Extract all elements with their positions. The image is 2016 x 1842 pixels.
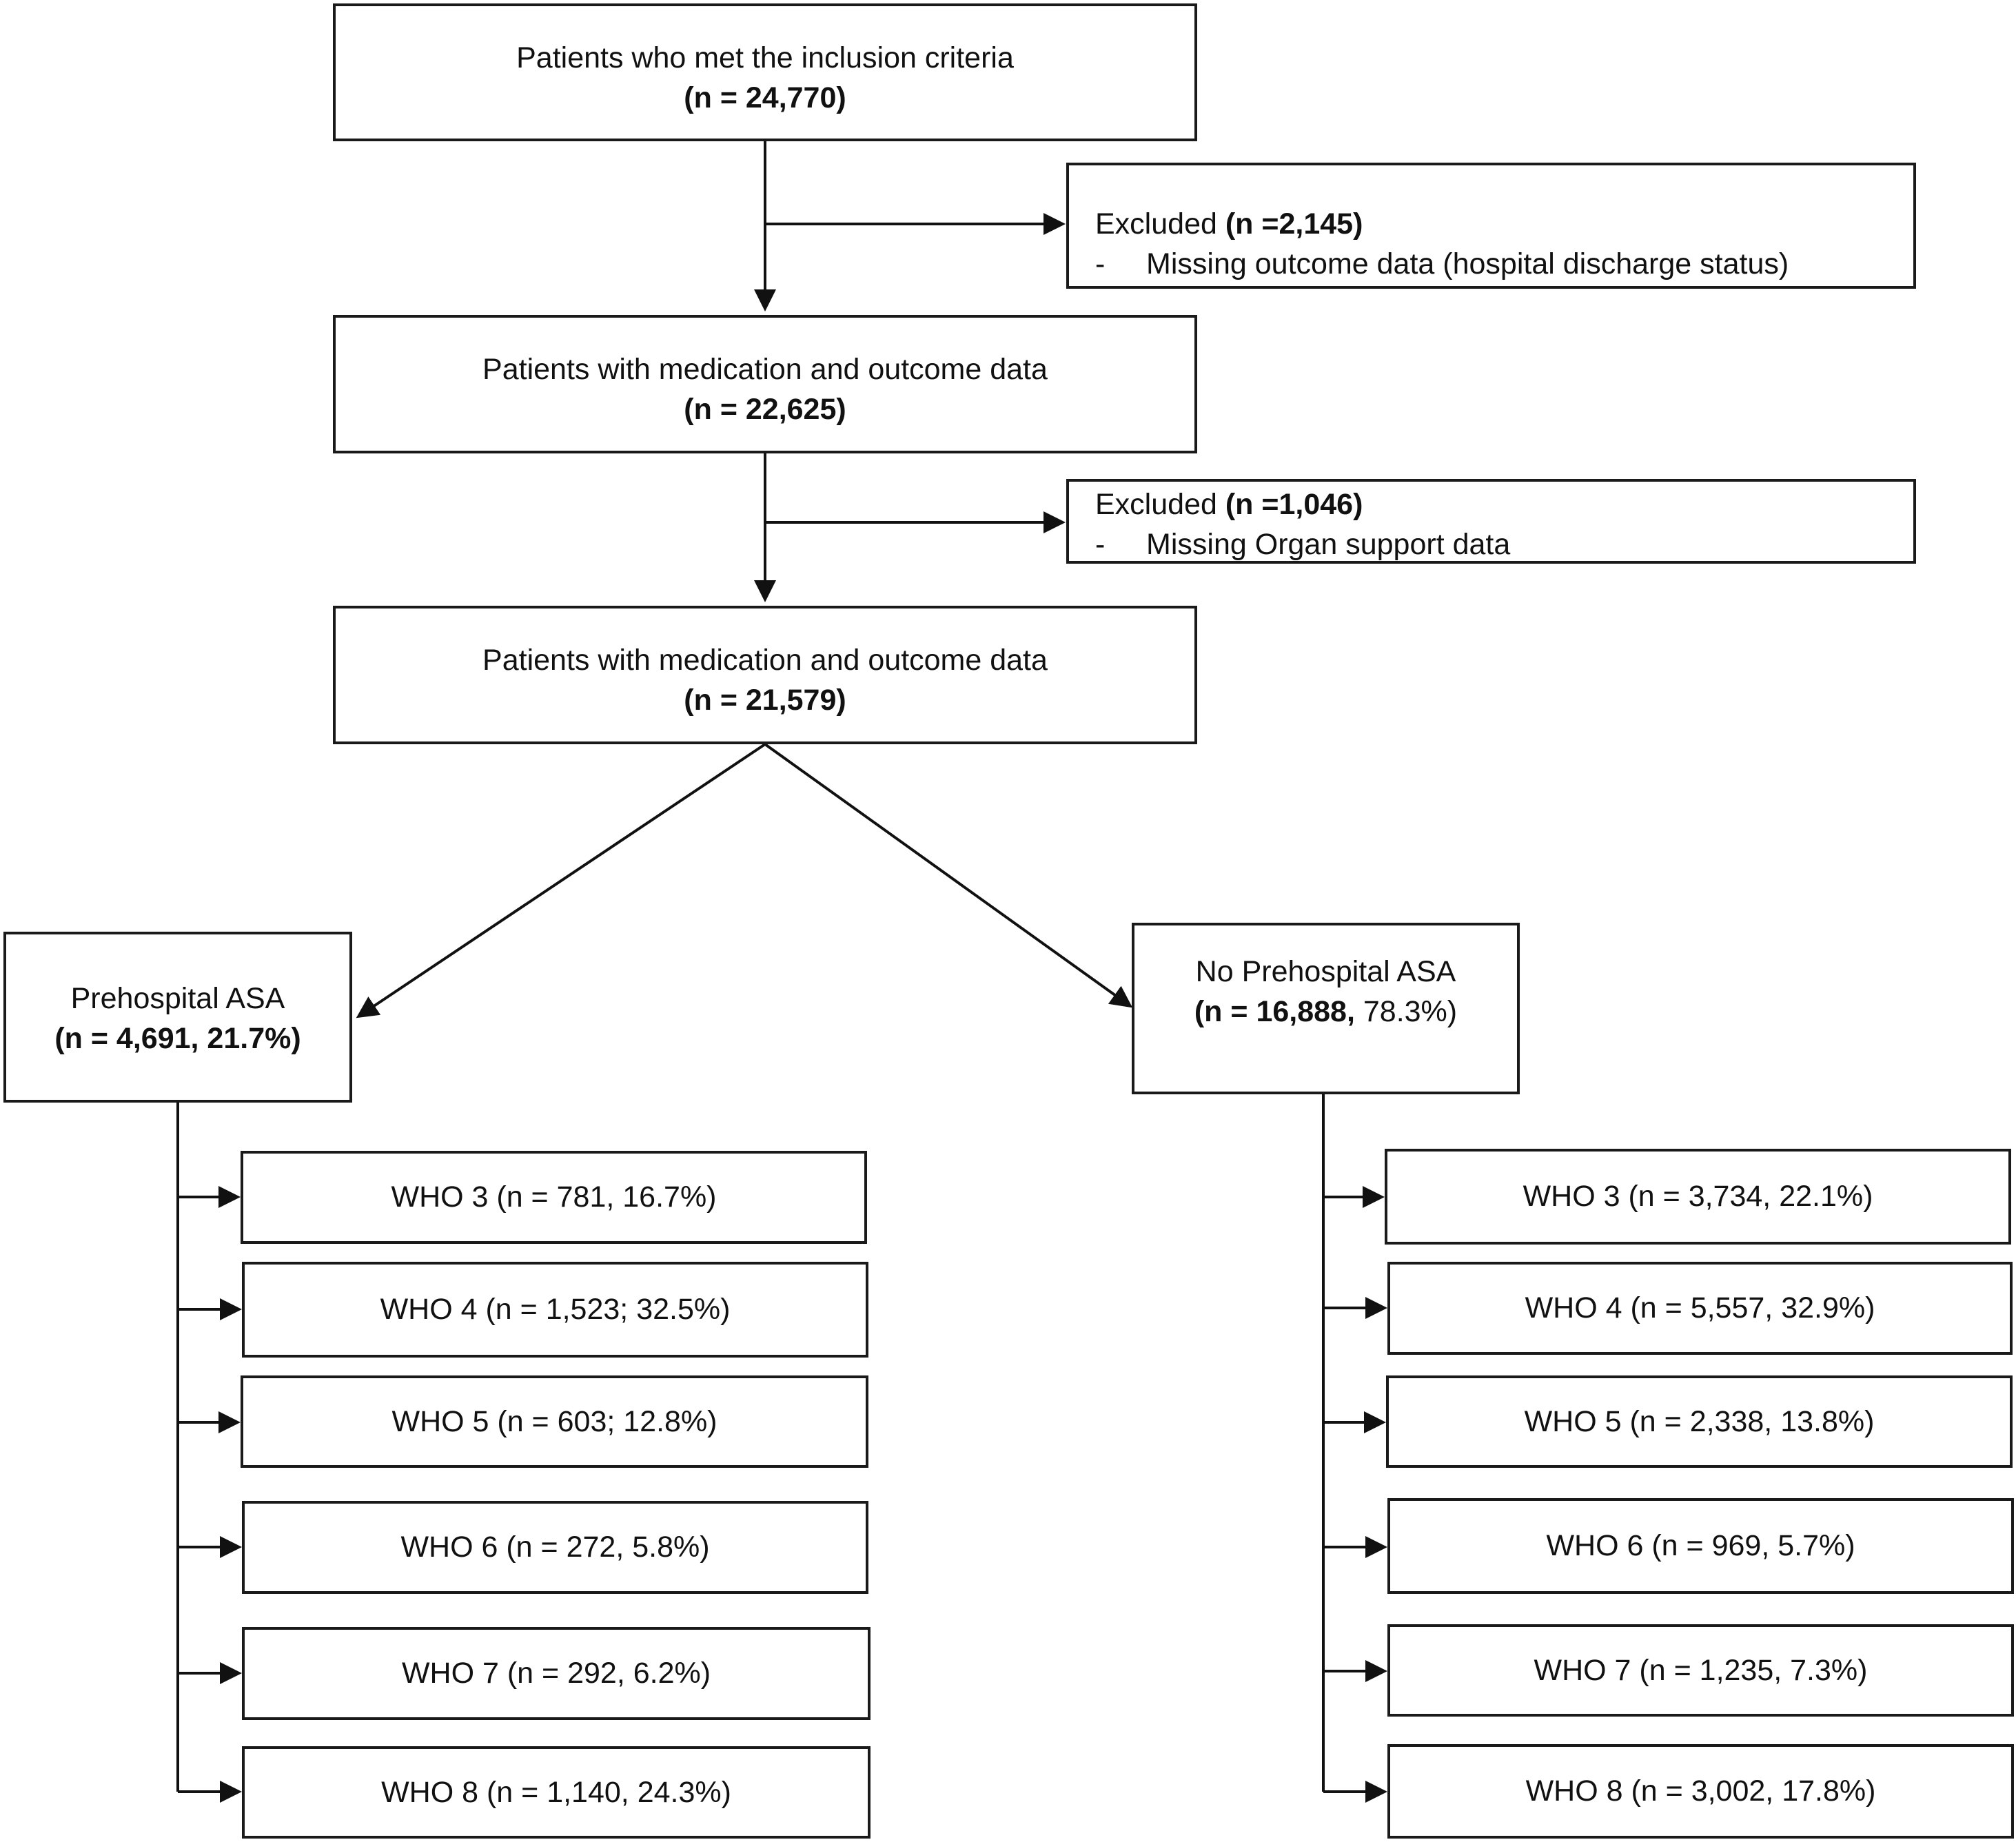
no-prehospital-who-5-box: WHO 5 (n = 2,338, 13.8%) [1386,1375,2013,1468]
no-prehospital-asa-count-rest: 78.3%) [1354,995,1458,1028]
prehospital-who-5-box: WHO 5 (n = 603; 12.8%) [241,1375,868,1468]
connector-to-no-prehospital-asa [764,743,1133,1008]
medication-outcome-1-title: Patients with medication and outcome dat… [482,353,1048,386]
no-prehospital-who-3-label: WHO 3 (n = 3,734, 22.1%) [1523,1180,1873,1213]
no-prehospital-who-8-box: WHO 8 (n = 3,002, 17.8%) [1387,1744,2014,1839]
prehospital-who-8-label: WHO 8 (n = 1,140, 24.3%) [381,1775,731,1809]
prehospital-who-6-label: WHO 6 (n = 272, 5.8%) [400,1531,710,1564]
no-prehospital-asa-count-bold: (n = 16,888, [1194,995,1355,1028]
no-prehospital-asa-title: No Prehospital ASA [1195,955,1456,988]
connector-to-prehospital-asa [356,743,766,1019]
exclusion-1-reason: - Missing outcome data (hospital dischar… [1095,247,1789,280]
no-prehospital-who-8-label: WHO 8 (n = 3,002, 17.8%) [1525,1774,1876,1808]
prehospital-who-5-label: WHO 5 (n = 603; 12.8%) [391,1404,717,1438]
inclusion-title: Patients who met the inclusion criteria [516,41,1014,74]
no-prehospital-who-7-label: WHO 7 (n = 1,235, 7.3%) [1534,1653,1868,1687]
no-prehospital-who-5-label: WHO 5 (n = 2,338, 13.8%) [1524,1404,1875,1438]
medication-outcome-2-count: (n = 21,579) [684,684,846,717]
prehospital-who-3-box: WHO 3 (n = 781, 16.7%) [241,1151,867,1244]
prehospital-who-3-label: WHO 3 (n = 781, 16.7%) [391,1180,717,1214]
medication-outcome-box-2: Patients with medication and outcome dat… [333,606,1197,744]
medication-outcome-box-1: Patients with medication and outcome dat… [333,315,1197,453]
exclusion-2-count: (n =1,046) [1225,488,1363,521]
exclusion-2-label: Excluded [1095,488,1225,521]
no-prehospital-asa-box: No Prehospital ASA (n = 16,888, 78.3%) [1132,923,1520,1094]
prehospital-who-8-box: WHO 8 (n = 1,140, 24.3%) [242,1746,870,1839]
medication-outcome-1-count: (n = 22,625) [684,393,846,426]
inclusion-count: (n = 24,770) [684,81,846,114]
exclusion-1-count: (n =2,145) [1225,207,1363,241]
exclusion-box-1: Excluded (n =2,145) - Missing outcome da… [1066,163,1916,289]
no-prehospital-who-7-box: WHO 7 (n = 1,235, 7.3%) [1387,1624,2014,1717]
prehospital-asa-title: Prehospital ASA [70,982,285,1015]
prehospital-asa-box: Prehospital ASA (n = 4,691, 21.7%) [3,932,352,1103]
exclusion-1-label: Excluded [1095,207,1225,241]
exclusion-box-2: Excluded (n =1,046) - Missing Organ supp… [1066,479,1916,564]
medication-outcome-2-title: Patients with medication and outcome dat… [482,644,1048,677]
prehospital-asa-count: (n = 4,691, 21.7%) [54,1022,301,1055]
no-prehospital-who-3-box: WHO 3 (n = 3,734, 22.1%) [1385,1149,2011,1245]
no-prehospital-who-6-box: WHO 6 (n = 969, 5.7%) [1387,1498,2014,1594]
no-prehospital-who-4-label: WHO 4 (n = 5,557, 32.9%) [1525,1291,1875,1324]
prehospital-who-4-label: WHO 4 (n = 1,523; 32.5%) [380,1293,731,1326]
no-prehospital-who-4-box: WHO 4 (n = 5,557, 32.9%) [1387,1262,2013,1355]
prehospital-who-7-label: WHO 7 (n = 292, 6.2%) [401,1657,711,1690]
inclusion-box: Patients who met the inclusion criteria … [333,3,1197,141]
prehospital-who-4-box: WHO 4 (n = 1,523; 32.5%) [242,1262,868,1358]
no-prehospital-who-6-label: WHO 6 (n = 969, 5.7%) [1546,1529,1855,1562]
prehospital-who-7-box: WHO 7 (n = 292, 6.2%) [242,1627,870,1720]
prehospital-who-6-box: WHO 6 (n = 272, 5.8%) [242,1501,868,1594]
exclusion-2-reason: - Missing Organ support data [1095,528,1511,561]
